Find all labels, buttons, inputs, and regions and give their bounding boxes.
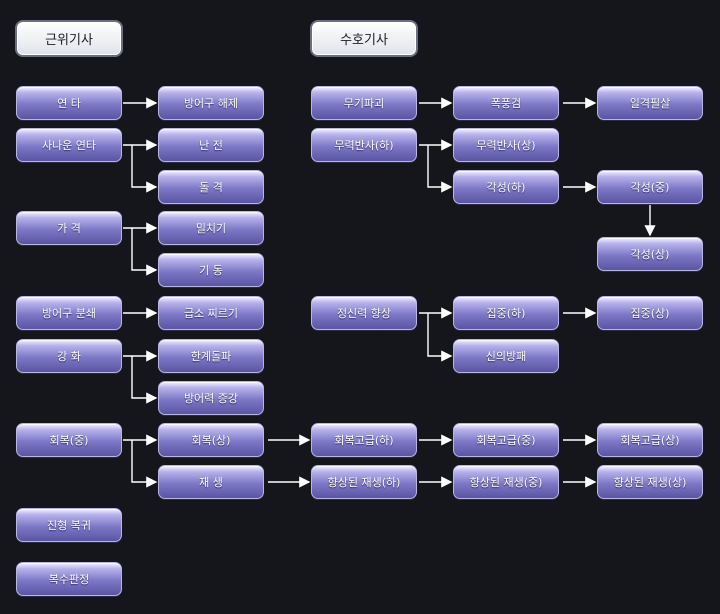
node-sinui: 신의방패 xyxy=(453,339,559,373)
node-hoebok-sang: 회복(상) xyxy=(158,423,264,457)
node-hyangsang-sang: 향상된 재생(상) xyxy=(597,465,703,499)
edge-gagyeok-gidong xyxy=(131,228,158,276)
node-nanjeon: 난 전 xyxy=(158,128,264,162)
node-bangeogu-haeje: 방어구 해제 xyxy=(158,86,264,120)
edge-muryeokha-gakseongha xyxy=(427,145,453,193)
node-hoebok-jung: 회복(중) xyxy=(16,423,122,457)
header-right: 수호기사 xyxy=(310,20,418,57)
edge-ganghwa-jeunggang xyxy=(131,356,158,404)
node-bangeo-jeunggang: 방어력 증강 xyxy=(158,381,264,415)
node-muryeok-ha: 무력반사(하) xyxy=(311,128,417,162)
node-hoebok-gogeup-sang: 회복고급(상) xyxy=(597,423,703,457)
node-gidong: 기 동 xyxy=(158,253,264,287)
node-jipjung-ha: 집중(하) xyxy=(453,296,559,330)
node-jinhyeong: 진형 복귀 xyxy=(16,508,122,542)
node-muryeok-sang: 무력반사(상) xyxy=(453,128,559,162)
node-hoebok-gogeup-jung: 회복고급(중) xyxy=(453,423,559,457)
node-bangeogu-bunswae: 방어구 분쇄 xyxy=(16,296,122,330)
node-gakseong-ha: 각성(하) xyxy=(453,170,559,204)
node-geupso: 급소 찌르기 xyxy=(158,296,264,330)
header-left: 근위기사 xyxy=(15,20,123,57)
node-dolgyeok: 돌 격 xyxy=(158,170,264,204)
node-jipjung-sang: 집중(상) xyxy=(597,296,703,330)
node-yeonta: 연 타 xyxy=(16,86,122,120)
node-hyangsang-jung: 향상된 재생(중) xyxy=(453,465,559,499)
node-milchigi: 밀치기 xyxy=(158,211,264,245)
node-pokpunggeom: 폭풍검 xyxy=(453,86,559,120)
node-munpagi: 무기파괴 xyxy=(311,86,417,120)
edge-sanaun-dolgyeok xyxy=(131,145,158,193)
node-boksu: 복수판정 xyxy=(16,562,122,596)
edge-jeongsin-sinui xyxy=(427,313,453,362)
node-hoebok-gogeup-ha: 회복고급(하) xyxy=(311,423,417,457)
node-hyangsang-ha: 향상된 재생(하) xyxy=(311,465,417,499)
node-gakseong-jung: 각성(중) xyxy=(597,170,703,204)
edge-hoebok-jaesaeng xyxy=(131,440,158,488)
node-jaesaeng: 재 생 xyxy=(158,465,264,499)
node-sanaun-yeonta: 사나운 연타 xyxy=(16,128,122,162)
node-ganghwa: 강 화 xyxy=(16,339,122,373)
node-ilgyeok: 일격필살 xyxy=(597,86,703,120)
node-hangye: 한계돌파 xyxy=(158,339,264,373)
node-gakseong-sang: 각성(상) xyxy=(597,237,703,271)
node-gagyeok: 가 격 xyxy=(16,211,122,245)
node-jeongsin: 정신력 향상 xyxy=(311,296,417,330)
